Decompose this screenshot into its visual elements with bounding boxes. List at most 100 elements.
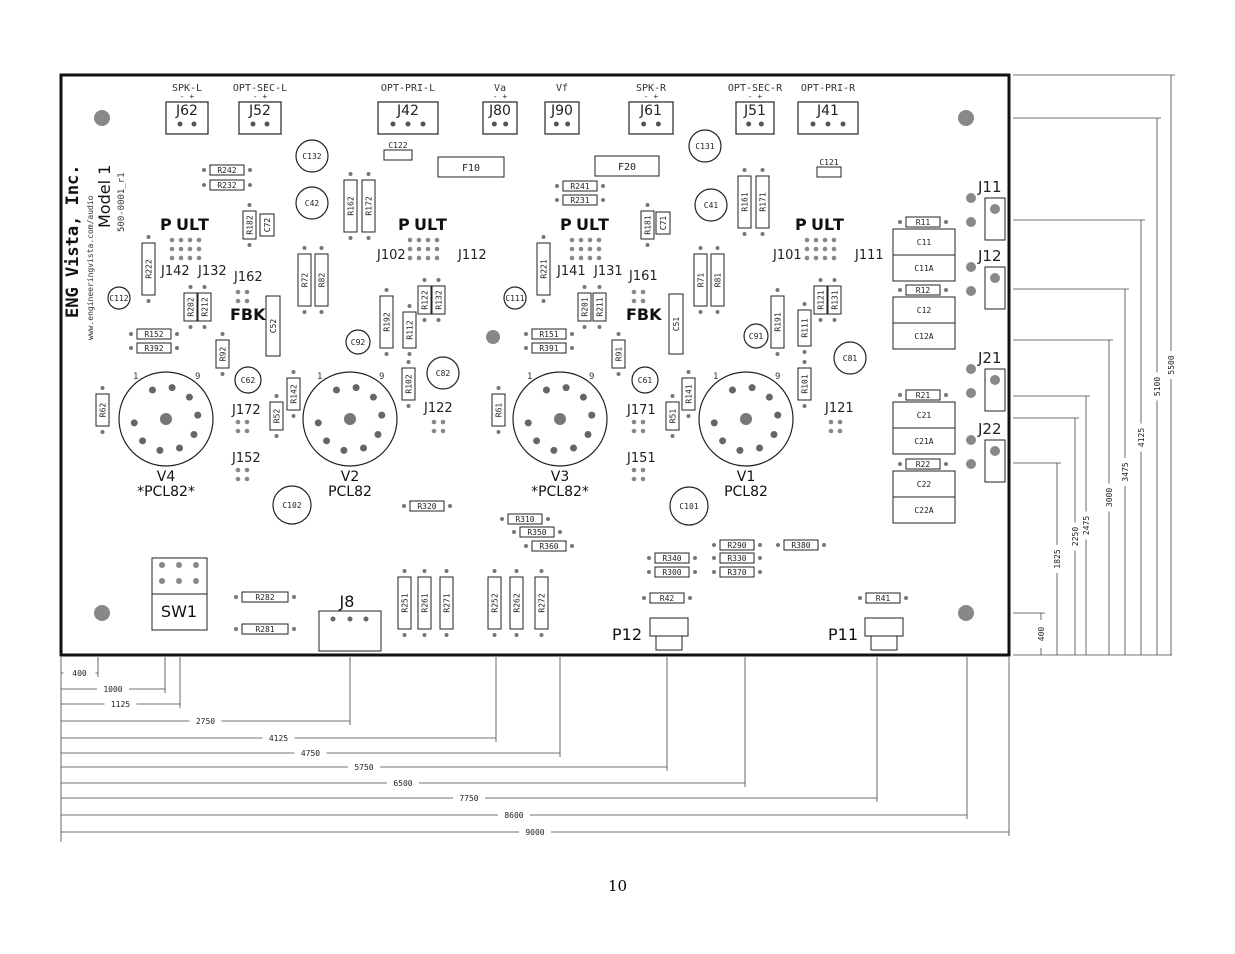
connector-label: J8 xyxy=(339,592,355,611)
connector-body xyxy=(984,266,1006,310)
jumper-pin xyxy=(569,246,575,252)
jumper-pin xyxy=(587,246,593,252)
jumper-label-p: P xyxy=(398,215,410,234)
resistor-pad xyxy=(597,325,602,329)
header-j152: J152 xyxy=(231,451,261,466)
resistor-pad xyxy=(944,288,948,292)
resistor-pad xyxy=(524,346,528,350)
fuse-body xyxy=(594,155,660,177)
capacitor-body xyxy=(816,166,842,178)
tube-pin xyxy=(524,419,532,427)
resistor-pad xyxy=(760,168,765,172)
capacitor-label: C41 xyxy=(704,201,719,210)
resistor-label: R222 xyxy=(145,259,154,278)
resistor-r391: R391 xyxy=(524,342,574,354)
header-pin xyxy=(640,298,646,304)
resistor-label: R22 xyxy=(916,460,931,469)
capacitor-c21: C21 xyxy=(892,401,956,429)
svg-text:3475: 3475 xyxy=(1121,462,1130,481)
resistor-body xyxy=(562,180,598,192)
jumper-pin xyxy=(434,246,440,252)
resistor-body xyxy=(611,339,626,369)
resistor-label: R182 xyxy=(246,215,255,234)
tube-id: V2 xyxy=(341,469,359,485)
resistor-label: R42 xyxy=(660,594,675,603)
resistor-pad xyxy=(220,332,225,336)
connector-pin xyxy=(503,121,509,127)
resistor-pad xyxy=(802,302,807,306)
capacitor-body xyxy=(892,496,956,524)
resistor-body xyxy=(905,389,941,401)
header-pin xyxy=(631,476,637,482)
header-j162: J162 xyxy=(233,270,263,285)
tube-pin xyxy=(719,437,727,445)
resistor-pad xyxy=(444,633,449,637)
resistor-pad xyxy=(698,310,703,314)
jumper-label-t: T xyxy=(598,215,609,234)
resistor-pad xyxy=(188,285,193,289)
resistor-label: R102 xyxy=(405,374,414,393)
dim-right: 5100 xyxy=(1013,117,1162,655)
connector-header: Va xyxy=(494,83,506,94)
resistor-pad xyxy=(760,232,765,236)
resistor-r211: R211 xyxy=(592,285,607,329)
resistor-body xyxy=(592,292,607,322)
resistor-pad xyxy=(512,530,516,534)
resistor-pad xyxy=(686,414,691,418)
resistor-pad xyxy=(688,596,692,600)
jumper-pin xyxy=(596,246,602,252)
capacitor-c111: C111 xyxy=(503,286,527,310)
resistor-label: R161 xyxy=(741,192,750,211)
connector-pin xyxy=(966,388,976,398)
resistor-r241: R241 xyxy=(555,180,605,192)
capacitor-c132: C132 xyxy=(295,139,329,173)
jumper-label-p: P xyxy=(795,215,807,234)
dim-bottom: 4750 xyxy=(61,657,561,758)
tube-pin9-label: 9 xyxy=(195,372,200,382)
tube-pin xyxy=(139,437,147,445)
resistor-body xyxy=(531,328,567,340)
resistor-label: R251 xyxy=(401,593,410,612)
resistor-pad xyxy=(422,318,427,322)
connector-j22: J22 xyxy=(966,420,1006,483)
resistor-body xyxy=(242,210,257,240)
jumper-pin xyxy=(596,255,602,261)
resistor-r162: R162 xyxy=(343,172,358,240)
resistor-label: R121 xyxy=(817,290,826,309)
tube-type: *PCL82* xyxy=(531,484,589,500)
resistor-body xyxy=(241,623,289,635)
switch-pin xyxy=(159,578,165,584)
resistor-body xyxy=(770,295,785,349)
capacitor-body xyxy=(892,322,956,350)
jumper-pin xyxy=(822,255,828,261)
header-pin xyxy=(235,419,241,425)
capacitor-c91: C91 xyxy=(743,323,769,349)
resistor-body xyxy=(402,311,417,349)
resistor-pad xyxy=(422,569,427,573)
resistor-r262: R262 xyxy=(509,569,524,637)
switch-pin xyxy=(193,562,199,568)
dim-right: 1825 xyxy=(1013,462,1062,655)
resistor-pad xyxy=(406,404,411,408)
connector-pin xyxy=(565,121,571,127)
resistor-pad xyxy=(202,325,207,329)
resistor-body xyxy=(665,401,680,431)
resistor-pad xyxy=(407,304,412,308)
capacitor-body xyxy=(631,366,659,394)
resistor-pad xyxy=(500,517,504,521)
header-pin xyxy=(640,467,646,473)
resistor-r281: R281 xyxy=(234,623,296,635)
resistor-pad xyxy=(188,325,193,329)
connector-body xyxy=(984,368,1006,412)
resistor-label: R290 xyxy=(727,541,746,550)
resistor-r181: R181 xyxy=(640,203,655,247)
resistor-body xyxy=(343,179,358,233)
resistor-label: R51 xyxy=(669,409,678,424)
capacitor-body xyxy=(503,286,527,310)
resistor-label: R261 xyxy=(421,593,430,612)
header-pin xyxy=(828,428,834,434)
jumper-pin xyxy=(822,246,828,252)
